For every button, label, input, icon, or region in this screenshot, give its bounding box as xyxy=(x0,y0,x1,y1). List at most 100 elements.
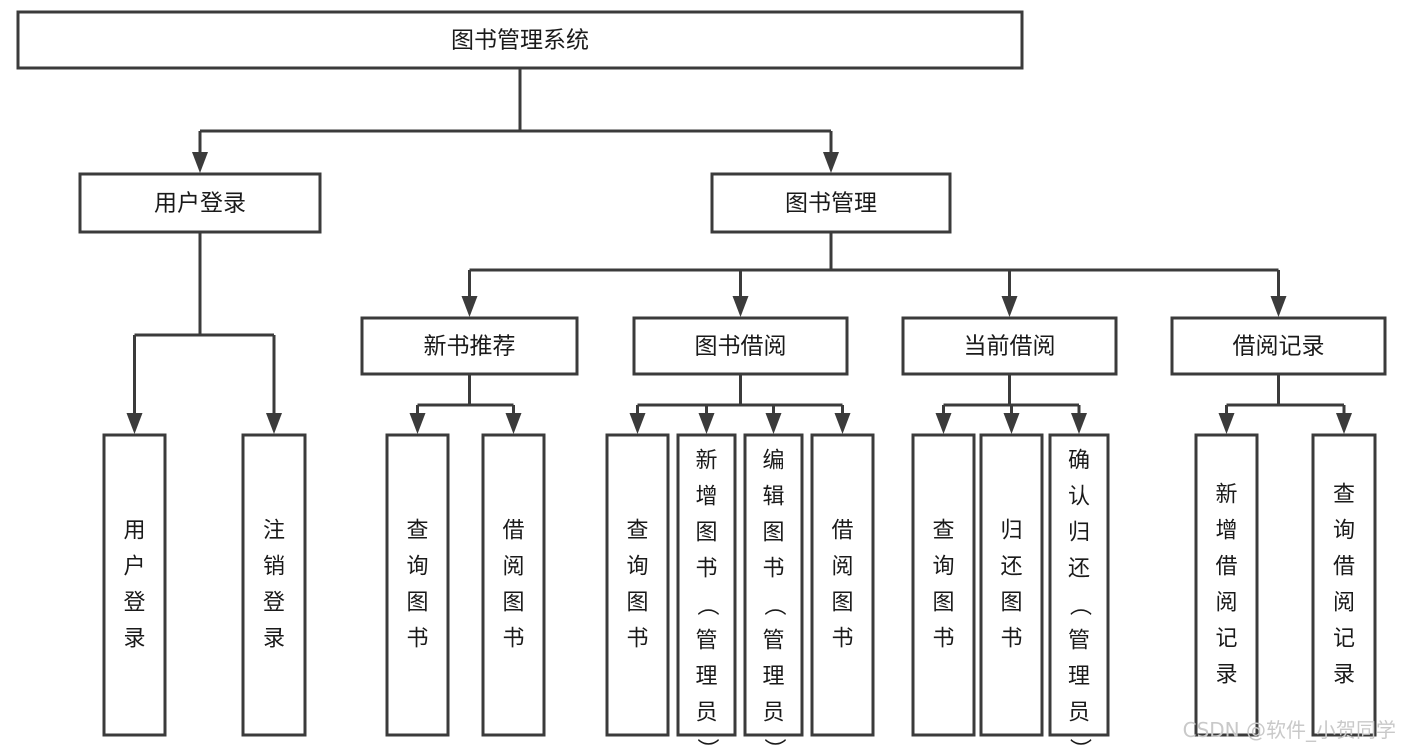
node-label-paren: （ xyxy=(761,594,786,616)
node-leaf-user-login[interactable]: 用户登录 xyxy=(102,433,167,737)
node-label-char: 借 xyxy=(831,519,853,544)
node-box[interactable] xyxy=(481,433,546,737)
node-label-char: 增 xyxy=(695,485,717,510)
arrow-head-icon xyxy=(1001,296,1018,317)
node-box[interactable] xyxy=(743,433,804,737)
node-label-char: 员 xyxy=(1068,701,1090,726)
node-user-login[interactable]: 用户登录 xyxy=(78,172,322,234)
node-label: 图书管理 xyxy=(785,191,877,217)
node-box[interactable] xyxy=(1194,433,1259,737)
node-label-char: 询 xyxy=(932,555,954,580)
node-label-char: 书 xyxy=(502,627,524,652)
node-label-char: 理 xyxy=(762,665,784,690)
node-label-char: 注 xyxy=(263,519,285,544)
node-box[interactable] xyxy=(979,433,1044,737)
node-box[interactable] xyxy=(102,433,167,737)
watermark-text: CSDN @软件_小贺同学 xyxy=(1183,718,1396,742)
node-label-char: 查 xyxy=(932,519,954,544)
node-label-char: 录 xyxy=(1215,663,1237,688)
node-box[interactable] xyxy=(78,172,322,234)
arrow-head-icon xyxy=(732,296,749,317)
node-root[interactable]: 图书管理系统 xyxy=(16,10,1024,70)
node-label-char: 归 xyxy=(1000,519,1022,544)
node-box[interactable] xyxy=(810,433,875,737)
node-label-char: 归 xyxy=(1068,521,1090,546)
node-box[interactable] xyxy=(911,433,976,737)
node-label-char: 书 xyxy=(406,627,428,652)
node-box[interactable] xyxy=(1170,316,1387,376)
node-box[interactable] xyxy=(901,316,1118,376)
node-label-char: 编 xyxy=(762,449,784,474)
node-label-char: 增 xyxy=(1215,519,1237,544)
node-label-char: 记 xyxy=(1333,627,1355,652)
node-box[interactable] xyxy=(1048,433,1110,737)
node-box[interactable] xyxy=(360,316,579,376)
node-box[interactable] xyxy=(385,433,450,737)
node-label-char: 辑 xyxy=(762,485,784,510)
arrow-head-icon xyxy=(505,413,522,434)
node-label-char: 借 xyxy=(1215,555,1237,580)
arrow-head-icon xyxy=(935,413,952,434)
node-label-char: 员 xyxy=(695,701,717,726)
arrow-head-icon xyxy=(126,413,143,434)
node-label-char: 确 xyxy=(1068,449,1090,474)
node-label-char: 图 xyxy=(502,591,524,616)
node-current-borrow[interactable]: 当前借阅 xyxy=(901,316,1118,376)
node-label-char: 还 xyxy=(1068,557,1090,582)
node-label-char: 询 xyxy=(406,555,428,580)
node-label-char: 图 xyxy=(1000,591,1022,616)
node-label: 借阅记录 xyxy=(1233,334,1325,360)
node-label-char: 户 xyxy=(123,555,145,580)
node-label-char: 阅 xyxy=(1215,591,1237,616)
node-borrow-record[interactable]: 借阅记录 xyxy=(1170,316,1387,376)
node-box[interactable] xyxy=(241,433,307,737)
node-label-char: 还 xyxy=(1000,555,1022,580)
node-label-char: 录 xyxy=(263,627,285,652)
node-label-char: 管 xyxy=(695,629,717,654)
node-label-char: 理 xyxy=(1068,665,1090,690)
node-new-book-rec[interactable]: 新书推荐 xyxy=(360,316,579,376)
node-label-char: 用 xyxy=(123,519,145,544)
node-book-manage[interactable]: 图书管理 xyxy=(710,172,952,234)
node-label: 用户登录 xyxy=(123,519,145,652)
node-label: 新书推荐 xyxy=(424,334,516,360)
node-label-char: 管 xyxy=(762,629,784,654)
node-label-char: 录 xyxy=(123,627,145,652)
node-label-char: 书 xyxy=(1000,627,1022,652)
node-book-borrow[interactable]: 图书借阅 xyxy=(632,316,849,376)
node-box[interactable] xyxy=(16,10,1024,70)
node-label-char: 图 xyxy=(831,591,853,616)
node-label: 图书管理系统 xyxy=(451,28,589,54)
arrow-head-icon xyxy=(823,152,839,173)
arrow-head-icon xyxy=(765,413,782,434)
node-box[interactable] xyxy=(710,172,952,234)
arrow-head-icon xyxy=(461,296,478,317)
node-box[interactable] xyxy=(1311,433,1377,737)
node-box[interactable] xyxy=(605,433,670,737)
node-box[interactable] xyxy=(676,433,737,737)
node-label-char: 借 xyxy=(502,519,524,544)
node-box[interactable] xyxy=(632,316,849,376)
